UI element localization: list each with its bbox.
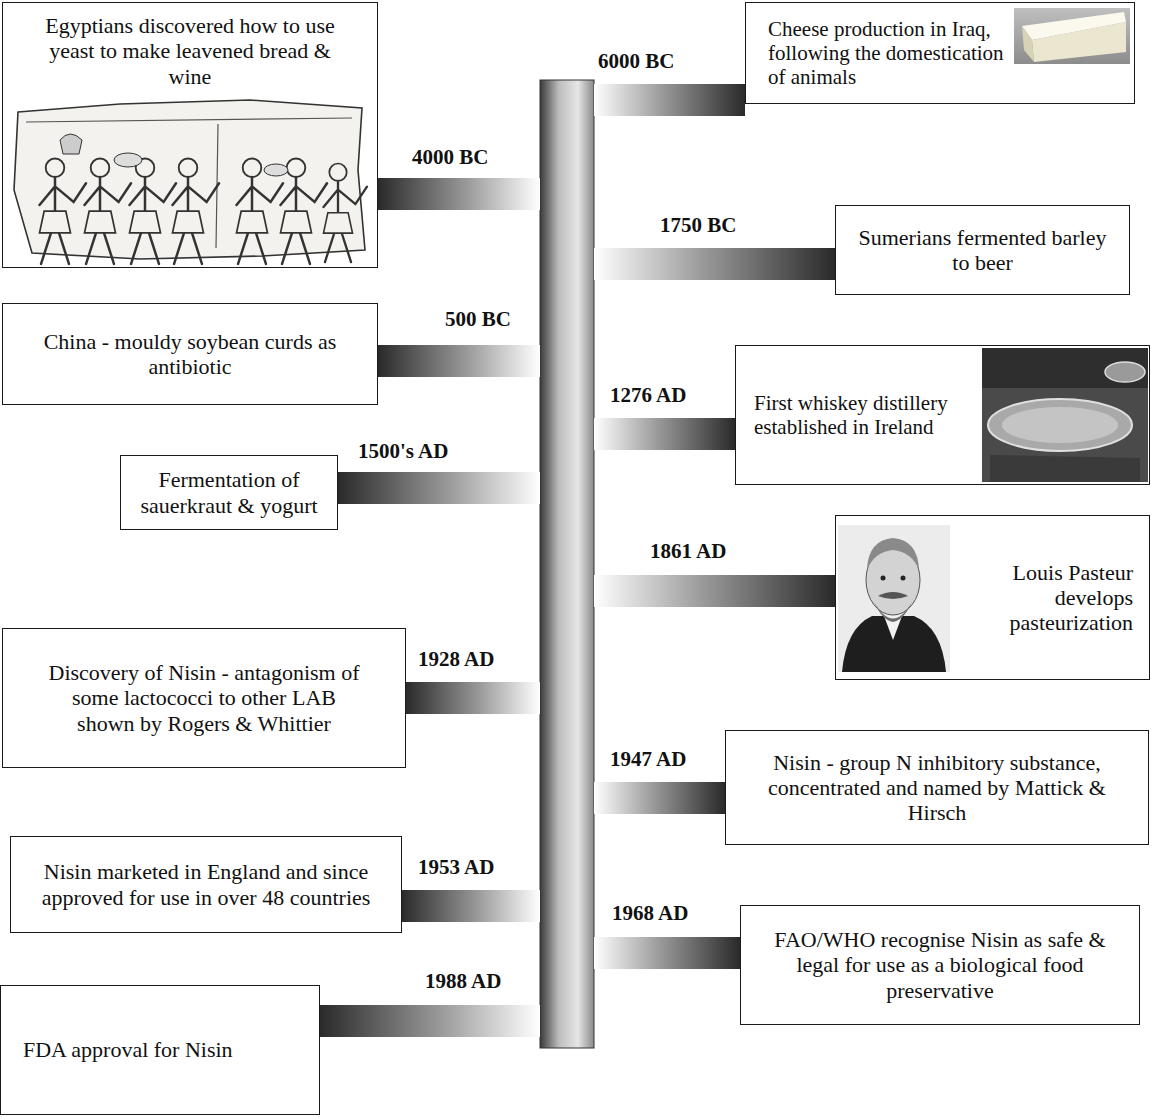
egyptian-relief — [281, 159, 328, 264]
event-text: Nisin marketed in England and since appr… — [35, 859, 377, 910]
cheese-photo — [1014, 8, 1130, 64]
event-box: Nisin - group N inhibitory substance, co… — [725, 730, 1149, 845]
egyptian-relief — [324, 164, 368, 263]
event-box: Cheese production in Iraq, following the… — [745, 2, 1135, 104]
event-text: China - mouldy soybean curds as antibiot… — [33, 329, 347, 380]
event-box: FDA approval for Nisin — [0, 985, 320, 1115]
egyptian-relief — [60, 134, 82, 154]
event-text: Fermentation of sauerkraut & yogurt — [129, 467, 329, 518]
date-label: 1947 AD — [610, 748, 686, 771]
timeline-bar — [594, 937, 740, 969]
timeline-bar — [594, 84, 745, 116]
egyptian-relief — [130, 159, 177, 264]
event-text: Nisin - group N inhibitory substance, co… — [756, 750, 1118, 826]
date-label: 1500's AD — [358, 440, 448, 463]
distillery-photo — [982, 348, 1148, 482]
pasteur-portrait — [867, 538, 919, 570]
egyptian-relief — [40, 159, 87, 264]
egyptian-relief — [14, 100, 365, 259]
event-box: Sumerians fermented barley to beer — [835, 205, 1130, 295]
date-label: 1276 AD — [610, 384, 686, 407]
event-box: Fermentation of sauerkraut & yogurt — [120, 455, 338, 530]
timeline-spine — [540, 80, 594, 1048]
timeline-bar — [338, 472, 540, 504]
distillery-photo — [1105, 362, 1145, 382]
distillery-photo — [982, 348, 1148, 388]
event-text: Sumerians fermented barley to beer — [852, 225, 1113, 276]
pasteur-portrait — [838, 525, 950, 672]
timeline-bar — [594, 248, 835, 280]
event-text: FAO/WHO recognise Nisin as safe & legal … — [765, 927, 1115, 1003]
distillery-photo — [1002, 407, 1118, 443]
timeline-bar — [320, 1005, 540, 1037]
timeline-bar — [594, 418, 735, 450]
event-text: Egyptians discovered how to use yeast to… — [43, 13, 337, 89]
event-box: FAO/WHO recognise Nisin as safe & legal … — [740, 905, 1140, 1025]
event-box: China - mouldy soybean curds as antibiot… — [2, 303, 378, 405]
event-text: First whiskey distillery established in … — [754, 391, 977, 439]
event-box: First whiskey distillery established in … — [735, 345, 1150, 485]
timeline-bar — [378, 345, 540, 377]
timeline-bar — [406, 682, 540, 714]
date-label: 500 BC — [445, 308, 511, 331]
event-text: Discovery of Nisin - antagonism of some … — [43, 660, 365, 736]
pasteur-portrait — [901, 576, 906, 581]
event-text: Louis Pasteur develops pasteurization — [958, 560, 1133, 636]
cheese-photo — [1014, 8, 1130, 64]
distillery-photo — [990, 455, 1140, 482]
egyptian-relief — [85, 159, 132, 264]
date-label: 1861 AD — [650, 540, 726, 563]
date-label: 1750 BC — [660, 214, 736, 237]
event-text: FDA approval for Nisin — [23, 1037, 303, 1062]
timeline-bar — [594, 575, 835, 607]
distillery-photo — [982, 348, 1148, 482]
egyptian-relief — [173, 159, 220, 264]
egyptian-relief — [14, 100, 367, 264]
event-box: Nisin marketed in England and since appr… — [10, 836, 402, 933]
pasteur-portrait — [838, 525, 950, 672]
date-label: 4000 BC — [412, 146, 488, 169]
cheese-photo — [1032, 22, 1126, 62]
event-text: Cheese production in Iraq, following the… — [768, 17, 1016, 89]
date-label: 6000 BC — [598, 50, 674, 73]
date-label: 1968 AD — [612, 902, 688, 925]
egyptian-relief — [264, 164, 288, 176]
timeline-bar — [594, 782, 725, 814]
pasteur-portrait — [878, 592, 908, 599]
date-label: 1953 AD — [418, 856, 494, 879]
timeline-bar — [402, 890, 540, 922]
event-box: Egyptians discovered how to use yeast to… — [2, 2, 378, 268]
pasteur-portrait — [874, 602, 912, 622]
timeline-bar — [594, 84, 835, 969]
cheese-photo — [1022, 26, 1034, 62]
event-box: Louis Pasteur develops pasteurization — [835, 515, 1150, 680]
egyptian-relief — [114, 153, 142, 167]
event-box: Discovery of Nisin - antagonism of some … — [2, 628, 406, 768]
timeline-bar — [378, 178, 540, 210]
date-label: 1988 AD — [425, 970, 501, 993]
pasteur-portrait — [881, 576, 886, 581]
pasteur-portrait — [842, 616, 946, 672]
distillery-photo — [988, 399, 1132, 451]
date-label: 1928 AD — [418, 648, 494, 671]
